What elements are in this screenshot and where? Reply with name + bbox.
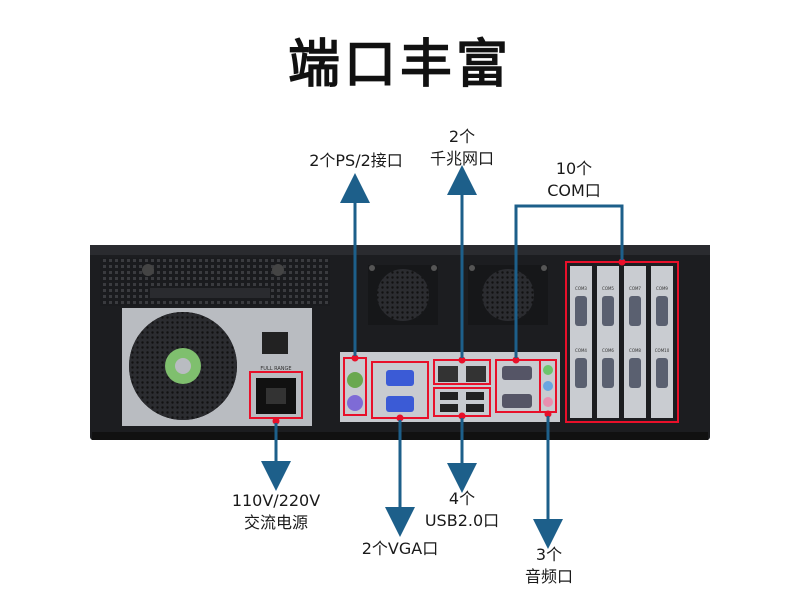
com-port-1 — [502, 366, 532, 380]
usb-port-2 — [466, 392, 484, 400]
page-title: 端口丰富 — [287, 35, 512, 95]
com-card-label: COM8 — [629, 348, 641, 353]
com-card-label: COM10 — [655, 348, 670, 353]
vga-port-2 — [386, 396, 414, 412]
lan-port-1 — [438, 366, 458, 382]
usb-port-3 — [440, 404, 458, 412]
audio-line-out — [543, 365, 553, 375]
label-com: 10个 COM口 — [547, 159, 601, 200]
power-switch — [262, 332, 288, 354]
label-audio: 3个 音频口 — [524, 545, 573, 586]
com-card-label: COM5 — [602, 286, 614, 291]
audio-mic — [543, 397, 553, 407]
label-vga: 2个VGA口 — [361, 539, 439, 558]
com-card-label: COM3 — [575, 286, 587, 291]
label-ps2: 2个PS/2接口 — [309, 151, 403, 170]
power-supply-unit: FULL RANGE — [122, 308, 312, 426]
com-card-label: COM4 — [575, 348, 587, 353]
vga-port-1 — [386, 370, 414, 386]
com-port-2 — [502, 394, 532, 408]
psu-label: FULL RANGE — [260, 366, 291, 372]
lan-port-2 — [466, 366, 486, 382]
audio-line-in — [543, 381, 553, 391]
label-power: 110V/220V 交流电源 — [231, 491, 321, 532]
label-lan: 2个 千兆网口 — [429, 127, 494, 168]
com-card-label: COM9 — [656, 286, 668, 291]
usb-port-4 — [466, 404, 484, 412]
com-card-label: COM7 — [629, 286, 641, 291]
com-card-label: COM6 — [602, 348, 614, 353]
case-fans — [368, 265, 548, 325]
io-panel — [340, 352, 560, 422]
com-card-port — [602, 296, 614, 326]
com-card-port — [656, 296, 668, 326]
ps2-keyboard-port — [347, 372, 363, 388]
top-vent — [100, 258, 330, 306]
ps2-mouse-port — [347, 395, 363, 411]
com-card-port — [602, 358, 614, 388]
com-card-port — [656, 358, 668, 388]
callout-arrows — [261, 165, 624, 549]
usb-port-1 — [440, 392, 458, 400]
com-card-port — [629, 358, 641, 388]
com-card-port — [575, 296, 587, 326]
label-usb: 4个 USB2.0口 — [424, 489, 500, 530]
com-card-port — [629, 296, 641, 326]
com-card-port — [575, 358, 587, 388]
